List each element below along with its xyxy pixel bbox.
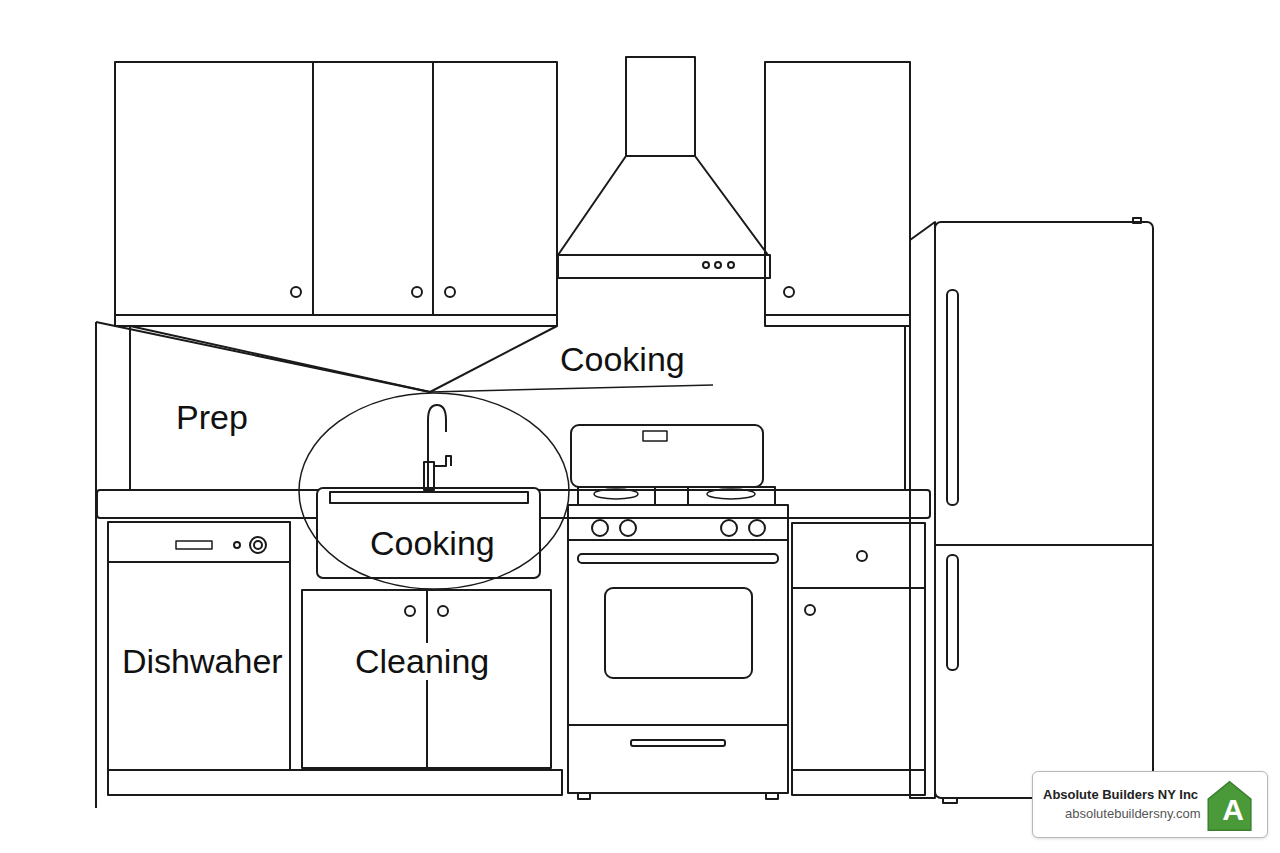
range-hood [626,57,695,156]
company-url: absolutebuildersny.com [1065,807,1201,821]
upper-cabinets [765,62,910,315]
company-name: Absolute Builders NY Inc [1043,788,1198,802]
dishwasher [250,537,266,553]
work-triangle-lines [430,326,557,392]
stove [592,520,608,536]
stove [578,793,590,799]
zone-label: Cooking [368,525,497,562]
dishwasher [108,522,290,770]
ellipse-outline [299,393,569,589]
refrigerator [935,222,1153,798]
refrigerator [910,222,935,798]
base-cabinet [108,770,562,795]
base-cabinet [438,606,448,616]
refrigerator [935,544,1153,546]
stove [568,505,788,540]
stove [631,740,725,746]
range-hood [558,57,770,278]
stove [620,520,636,536]
stove [605,588,752,678]
side-cabinet [792,770,925,795]
range-hood [715,262,721,268]
stove [688,487,775,505]
refrigerator [943,798,957,803]
refrigerator [947,555,958,670]
sink [317,405,540,578]
refrigerator [1133,218,1141,223]
dishwasher [234,542,240,548]
stove [568,425,788,799]
work-triangle-lines [129,326,131,490]
upper-cabinets [291,287,301,297]
upper-cabinets [115,315,557,326]
work-triangle-lines [130,326,430,392]
side-cabinet [792,523,925,795]
upper-cabinets [312,62,314,315]
stove [594,489,638,499]
base-cabinet [108,590,562,795]
work-triangle-lines [96,322,905,808]
logo-badge: Absolute Builders NY Inc absolutebuilders… [1032,771,1268,838]
zone-label: Cleaning [353,643,491,680]
side-cabinet [792,587,925,589]
dishwasher [108,522,290,770]
range-hood [558,255,770,278]
dishwasher [254,541,262,549]
upper-cabinets [784,287,794,297]
range-hood [703,262,709,268]
dishwasher [176,541,212,549]
base-cabinet [302,590,551,768]
range-hood [728,262,734,268]
stove [578,487,655,505]
sink [424,462,434,490]
stove [578,554,778,563]
upper-cabinets [432,62,434,315]
side-cabinet [805,605,815,615]
zone-label: Prep [174,399,250,436]
zone-label: Cooking [558,341,687,378]
zone-ellipse: Cooking [298,392,570,590]
work-triangle-lines [904,326,906,490]
work-triangle-lines [95,322,97,808]
base-cabinet [405,606,415,616]
stove [643,431,667,441]
work-triangle-lines [96,322,430,392]
refrigerator [910,218,1153,803]
dishwasher [108,561,290,563]
side-cabinet [857,551,867,561]
stove [721,520,737,536]
sink [434,456,451,466]
sink [428,405,446,490]
stove [707,489,755,499]
stove [571,425,763,487]
stove [568,540,788,725]
side-cabinet [792,523,925,770]
appliance-label: Dishwaher [120,643,285,680]
upper-cabinets [412,287,422,297]
upper-cabinets [115,62,557,315]
range-hood [558,156,768,255]
upper-cabinets [765,315,910,326]
upper-cabinets [115,62,910,326]
stove [766,793,778,799]
logo-letter: A [1222,793,1244,826]
sink [330,492,528,503]
upper-cabinets [445,287,455,297]
refrigerator [947,290,958,505]
stove [568,725,788,793]
work-triangle-lines [430,385,713,392]
stove [749,520,765,536]
sink [317,488,540,578]
logo-icon [1208,782,1251,831]
